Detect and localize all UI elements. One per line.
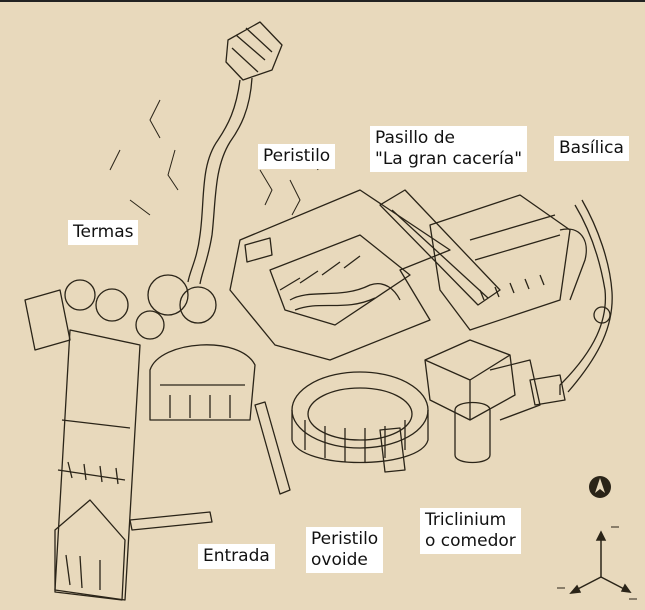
label-triclinium-line1: Triclinium [425,510,507,530]
label-termas: Termas [68,220,139,245]
label-peristilo-ovoide-line1: Peristilo [311,529,379,549]
label-entrada: Entrada [198,544,275,569]
label-peristilo-ovoide-line2: ovoide [311,550,368,570]
compass-icon [589,476,611,498]
label-triclinium-line2: o comedor [425,531,516,551]
axis-tripod-icon [557,526,637,600]
label-pasillo-line2: "La gran cacería" [375,149,523,169]
building-outline [24,21,613,601]
label-triclinium: Triclinium o comedor [420,508,521,554]
label-termas-text: Termas [73,222,134,242]
label-entrada-text: Entrada [203,546,270,566]
label-peristilo: Peristilo [258,144,336,169]
label-pasillo-line1: Pasillo de [375,128,455,148]
label-peristilo-ovoide: Peristilo ovoide [306,527,384,573]
label-basilica-text: Basílica [559,138,624,158]
label-basilica: Basílica [554,136,629,161]
label-peristilo-text: Peristilo [263,146,331,166]
label-pasillo: Pasillo de "La gran cacería" [370,126,528,172]
